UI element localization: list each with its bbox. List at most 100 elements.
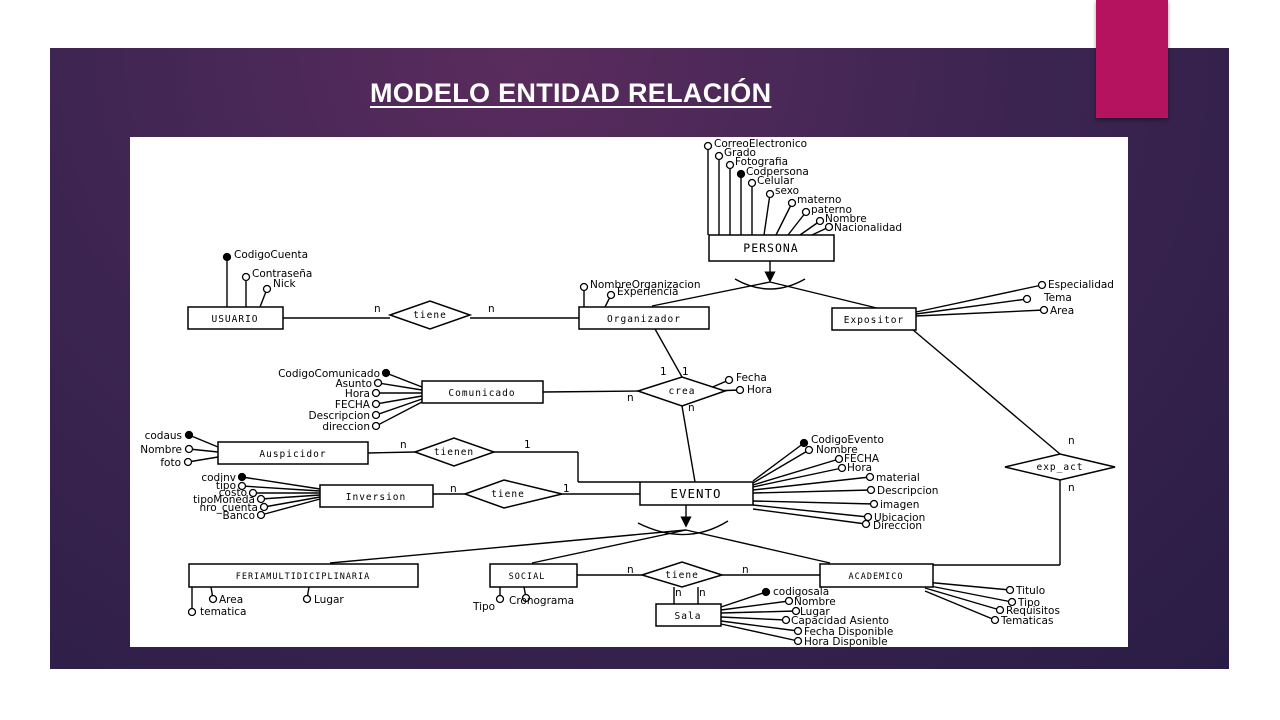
entity-academico-label: ACADEMICO [848,572,903,582]
entity-auspicidor [217,441,369,465]
attr-label: foto [160,457,181,469]
attr-label: codinv [201,472,236,484]
card-exp-top: n [1068,435,1075,447]
attr-label: materno [797,194,841,206]
card-crea-evento: n [688,402,695,414]
attr-label: CodigoEvento [811,434,884,446]
attr-label: Titulo [1015,585,1045,597]
relationship-exp-act [1004,453,1116,481]
rel-tiene-inversion-label: tiene [491,489,525,500]
attr-label: CodigoCuenta [234,249,308,261]
attr-label: Fotografia [735,156,788,168]
relationship-tiene-usuario [387,300,473,330]
attr-label: imagen [880,499,919,511]
card-crea-org-right: 1 [682,366,689,378]
rel-exp-act-label: exp_act [1036,462,1083,473]
attr-label: Asunto [335,378,372,390]
card-sala-left: n [627,564,634,576]
attr-label: tipoMoneda [193,494,255,506]
attr-label: Lugar [800,606,830,618]
card-sala-right: n [742,564,749,576]
accent-tab [1096,0,1168,118]
entity-sala [655,603,722,627]
attr-label: Tema [1043,292,1072,304]
entity-expositor [831,307,917,331]
entity-feria-label: FERIAMULTIDICIPLINARIA [236,572,371,582]
attr-label: Capacidad Asiento [791,615,889,627]
attr-label: Descripcion [309,410,370,422]
attr-label: sexo [775,185,799,197]
entity-comunicado [421,380,544,404]
card-inversion-left: n [450,483,457,495]
slide-title: MODELO ENTIDAD RELACIÓN [370,78,772,108]
attr-label: Nombre [825,213,867,225]
attr-label: Fecha Disponible [804,626,893,638]
card-tienen-right: 1 [524,439,531,451]
card-exp-bottom: n [1068,482,1075,494]
attr-label: direccion [322,421,370,433]
attr-label: codigosala [773,586,829,598]
relationship-tienen [412,437,497,467]
card-inversion-right: 1 [563,483,570,495]
attr-label: CorreoElectronico [714,138,807,150]
entity-persona-label: PERSONA [743,241,798,255]
relationship-tiene-inversion [462,479,563,509]
attr-label: Ubicacion [874,512,925,524]
entity-persona [708,234,835,262]
entity-organizador-label: Organizador [607,314,681,325]
attr-label: Direccion [873,520,922,532]
entity-inversion [319,484,434,508]
attr-label: Banco [223,510,256,522]
attr-label: Nombre [816,444,858,456]
entity-organizador [578,306,710,330]
entity-comunicado-label: Comunicado [448,388,515,399]
attr-label: Area [1050,305,1074,317]
card-usuario-left: n [374,303,381,315]
attr-label: Codpersona [746,166,809,178]
entity-auspicidor-label: Auspicidor [259,449,326,460]
attr-label: Nombre [794,596,836,608]
attr-label: tipo [216,480,236,492]
entity-expositor-label: Expositor [844,315,904,326]
relationship-crea [635,376,728,407]
entity-usuario [187,306,284,330]
attr-label: Descripcion [877,485,938,497]
attr-label: Tipo [472,601,495,613]
attr-label: Hora [847,462,872,474]
attr-label: Lugar [314,594,344,606]
entity-academico [819,563,934,588]
attr-label: Hora [345,388,370,400]
rel-tienen-label: tienen [434,447,474,458]
card-crea-org-left: 1 [660,366,667,378]
entity-social-label: SOCIAL [509,572,546,582]
attr-label: Especialidad [1048,279,1114,291]
entity-usuario-label: USUARIO [211,314,258,325]
attr-label: Fecha [736,372,767,384]
attr-label: Hora [747,384,772,396]
attr-label: Celular [757,175,795,187]
card-tienen-left: n [400,439,407,451]
attr-label: Tematicas [1000,615,1053,627]
attr-label: Requisitos [1006,605,1060,617]
card-sala-bottom-right: n [699,587,706,599]
attr-label: Experiencia [617,286,678,298]
card-crea-com: n [627,392,634,404]
attr-label: Tipo [1017,597,1040,609]
entity-evento-label: EVENTO [670,486,721,501]
rel-tiene-sala-label: tiene [665,570,699,581]
entity-feriamultidiciplinaria [188,563,419,588]
entity-sala-label: Sala [675,611,702,622]
entity-evento [639,481,754,506]
attr-label: codaus [145,430,182,442]
attr-label: Grado [724,147,756,159]
attr-label: FECHA [844,453,880,465]
rel-tiene-usuario-label: tiene [413,310,447,321]
rel-crea-label: crea [669,386,696,397]
entity-inversion-label: Inversion [346,492,406,503]
attr-label: Cronograma [509,595,574,607]
attr-label: tematica [200,606,246,618]
attr-label: Nacionalidad [834,222,902,234]
attr-label: Hora Disponible [804,636,888,647]
attr-label: paterno [811,204,852,216]
card-usuario-right: n [488,303,495,315]
